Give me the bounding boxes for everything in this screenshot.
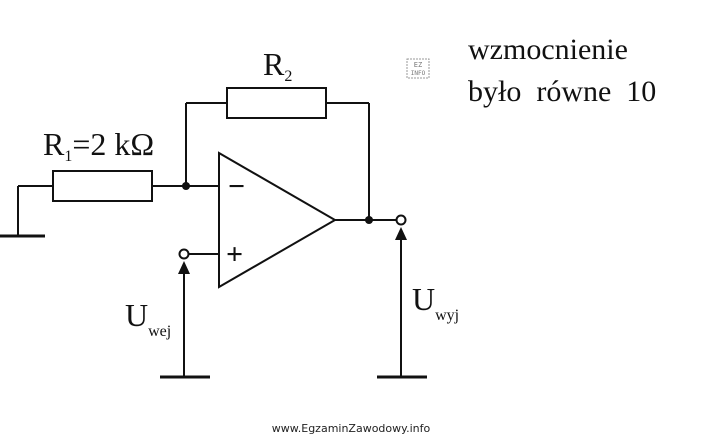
watermark-stamp-top: EZ <box>414 61 422 69</box>
output-voltage-main: U <box>412 281 435 317</box>
input-voltage-subscript: wej <box>148 323 171 340</box>
note-line-1: wzmocnienie <box>468 33 628 66</box>
output-voltage-label: Uwyj <box>412 281 459 324</box>
watermark-stamp: EZ INFO <box>406 58 430 79</box>
input-voltage-arrow <box>160 261 210 379</box>
left-ground-symbol <box>0 186 45 238</box>
r2-label: R2 <box>263 46 292 85</box>
resistor-r2 <box>226 87 327 119</box>
output-node-dot <box>365 216 373 224</box>
output-terminal <box>395 214 407 226</box>
output-voltage-arrow <box>377 227 427 379</box>
op-amp-triangle <box>218 151 337 289</box>
feedback-path <box>185 102 370 220</box>
plus-sign: + <box>226 238 243 271</box>
input-voltage-label: Uwej <box>125 297 171 340</box>
note-line-2: było równe 10 <box>468 75 656 108</box>
watermark-stamp-bottom: INFO <box>411 70 426 77</box>
r2-label-main: R <box>263 46 285 82</box>
r1-label-main: R <box>43 126 65 162</box>
input-terminal <box>178 248 190 260</box>
footer-url: www.EgzaminZawodowy.info <box>272 422 431 435</box>
input-voltage-main: U <box>125 297 148 333</box>
r2-label-subscript: 2 <box>284 68 292 85</box>
r1-label: R1=2 kΩ <box>43 126 154 165</box>
inverting-node-dot <box>182 182 190 190</box>
resistor-r1 <box>52 170 153 202</box>
r1-label-value: =2 kΩ <box>72 126 154 162</box>
minus-sign: − <box>228 170 245 203</box>
r1-label-subscript: 1 <box>64 148 72 165</box>
output-voltage-subscript: wyj <box>435 307 459 324</box>
